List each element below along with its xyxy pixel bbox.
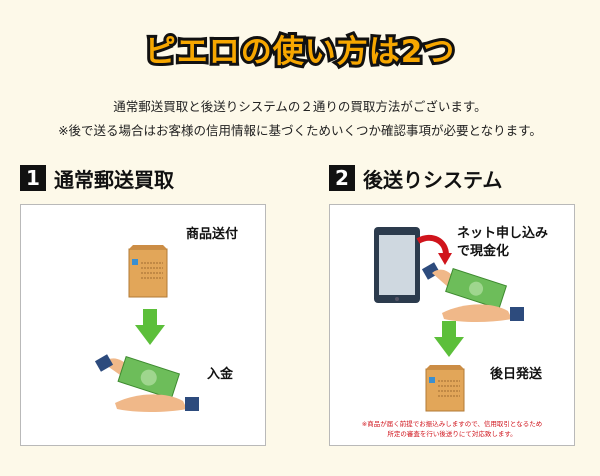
intro-text: 通常郵送買取と後送りシステムの２通りの買取方法がございます。 ※後で送る場合はお… — [0, 95, 600, 143]
method1-step2-label: 入金 — [207, 367, 234, 382]
page-title: ピエロの使い方は2つ — [142, 31, 458, 73]
method2-step1-label: ネット申し込み で現金化 — [457, 225, 548, 261]
method2-panel: ネット申し込み で現金化 後日発送 ※商品が届く前提でお振込みしますので、信用取… — [329, 204, 575, 446]
arrow-down-icon — [434, 321, 464, 357]
intro-line-1: 通常郵送買取と後送りシステムの２通りの買取方法がございます。 — [113, 99, 487, 114]
red-arrow-icon — [416, 234, 452, 265]
tablet-icon — [374, 227, 420, 303]
method1-panel: 商品送付 入金 — [20, 204, 266, 446]
arrow-down-icon — [135, 309, 165, 345]
method2-header: 2 後送りシステム — [329, 165, 503, 192]
envelope-icon — [425, 365, 465, 412]
method2-step1-line1: ネット申し込み — [457, 226, 549, 241]
envelope-icon — [128, 245, 168, 298]
method2-step2-label: 後日発送 — [490, 367, 543, 382]
method1-step1-label: 商品送付 — [186, 227, 239, 242]
method2-note: ※商品が届く前提でお振込みしますので、信用取引となるため 所定の審査を行い後送り… — [338, 419, 566, 439]
money-hand-icon — [94, 354, 199, 412]
money-hand-icon — [421, 262, 524, 322]
method2-step1-line2: で現金化 — [457, 244, 510, 259]
method1-number: 1 — [20, 165, 46, 191]
method2-number: 2 — [329, 165, 355, 191]
intro-line-2: ※後で送る場合はお客様の信用情報に基づくためいくつか確認事項が必要となります。 — [58, 123, 542, 138]
method1-header: 1 通常郵送買取 — [20, 165, 174, 192]
method2-title: 後送りシステム — [363, 167, 503, 192]
method1-title: 通常郵送買取 — [54, 167, 174, 192]
method2-note-line1: ※商品が届く前提でお振込みしますので、信用取引となるため — [361, 420, 543, 428]
method2-note-line2: 所定の審査を行い後送りにて対応致します。 — [387, 430, 517, 438]
